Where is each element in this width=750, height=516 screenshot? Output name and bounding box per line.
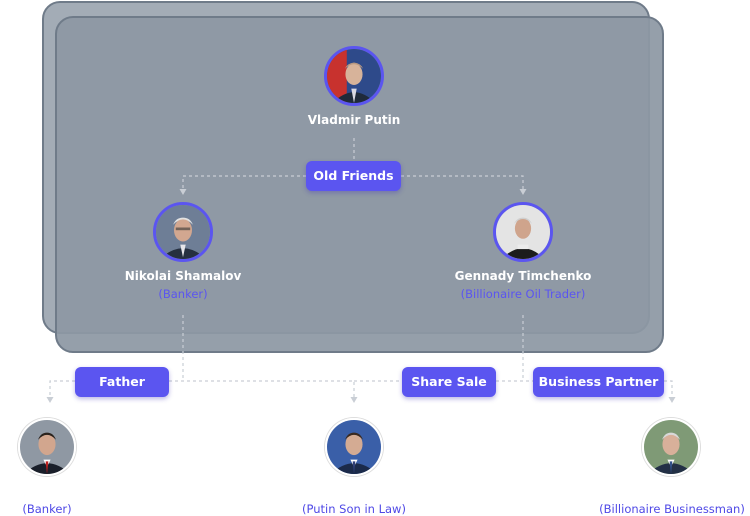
role-son: (Banker) <box>22 502 72 516</box>
connector-to-shamalov <box>182 175 306 191</box>
connector-to-timchenko <box>401 175 524 191</box>
role-timchenko: (Billionaire Oil Trader) <box>460 287 586 301</box>
avatar-partner <box>642 418 700 476</box>
avatar-shamalov <box>153 202 213 262</box>
arrow-down-icon <box>350 397 358 403</box>
relation-father: Father <box>75 367 169 397</box>
name-shamalov: Nikolai Shamalov <box>124 269 242 283</box>
role-shamalov: (Banker) <box>158 287 208 301</box>
avatar-putin <box>324 46 384 106</box>
name-timchenko: Gennady Timchenko <box>454 269 592 283</box>
name-putin: Vladmir Putin <box>307 113 401 127</box>
connector-father <box>49 380 75 397</box>
role-partner: (Billionaire Businessman) <box>599 502 745 516</box>
avatar-timchenko <box>493 202 553 262</box>
connector-share-sale <box>169 380 355 397</box>
connector-business-partner <box>664 380 673 397</box>
relation-share-sale: Share Sale <box>402 367 496 397</box>
avatar-son <box>18 418 76 476</box>
relation-business-partner: Business Partner <box>533 367 664 397</box>
avatar-son-in-law <box>325 418 383 476</box>
arrow-down-icon <box>668 397 676 403</box>
arrow-down-icon <box>46 397 54 403</box>
arrow-down-icon <box>179 189 187 195</box>
arrow-down-icon <box>519 189 527 195</box>
relation-old-friends: Old Friends <box>306 161 401 191</box>
role-son-in-law: (Putin Son in Law) <box>302 502 406 516</box>
